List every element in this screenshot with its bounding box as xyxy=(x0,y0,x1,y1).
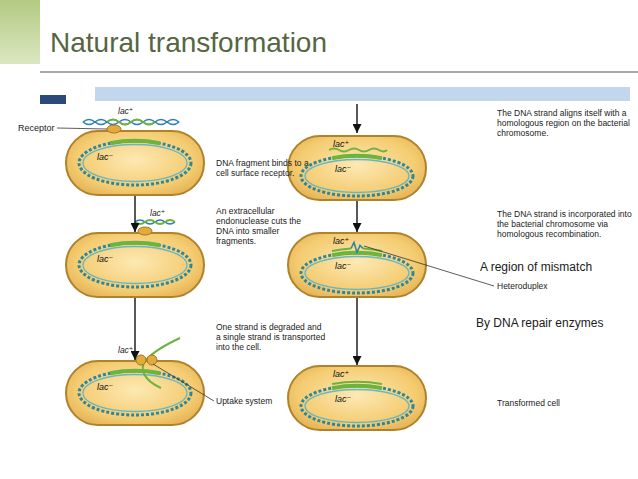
dna-fragment-strand xyxy=(83,120,179,125)
gene-label: lac⁺ xyxy=(333,236,349,246)
annotation-label: DNA fragment binds to a cell surface rec… xyxy=(216,158,321,178)
mismatch-bulge xyxy=(351,243,363,253)
receptor-symbol xyxy=(107,125,121,133)
dna-fragment-strand xyxy=(83,120,179,125)
bacterial-chromosome xyxy=(79,141,191,185)
annotation-label: An extracellular endonuclease cuts the D… xyxy=(216,206,308,246)
slide-title: Natural transformation xyxy=(50,27,327,59)
annotation-label: A region of mismatch xyxy=(480,260,630,274)
annotation-label: The DNA strand is incorporated into the … xyxy=(497,209,633,239)
annotation-label: Receptor xyxy=(18,123,63,133)
single-strand-dna xyxy=(143,338,180,388)
gene-label: lac⁻ xyxy=(335,261,351,271)
cell-five-illustration xyxy=(301,243,413,294)
cell-six-illustration xyxy=(301,382,413,426)
gene-label: lac⁺ xyxy=(333,139,349,149)
annotation-label: Heteroduplex xyxy=(497,281,577,291)
gene-label: lac⁻ xyxy=(335,164,351,174)
bacterial-chromosome xyxy=(301,156,413,196)
annotation-label: Uptake system xyxy=(216,396,296,406)
step-arrow xyxy=(356,201,357,232)
uptake-channel xyxy=(147,355,157,365)
bacterial-cell: lac⁻ xyxy=(65,360,205,426)
heteroduplex-leader xyxy=(364,246,494,286)
receptor-symbol xyxy=(138,227,152,235)
receptor-leader xyxy=(57,128,107,129)
cell-two-illustration xyxy=(79,220,191,287)
cell-one-illustration xyxy=(79,120,191,186)
gene-label: lac⁻ xyxy=(97,382,113,392)
gene-label: lac⁺ xyxy=(118,345,158,355)
bacterial-chromosome xyxy=(79,243,191,287)
gene-label: lac⁻ xyxy=(97,152,113,162)
step-arrow xyxy=(134,196,135,232)
bacterial-chromosome xyxy=(79,371,191,415)
uptake-leader xyxy=(153,364,214,401)
cut-fragment-strand xyxy=(135,220,175,224)
lac-gene-segment xyxy=(107,120,155,125)
uptake-channel xyxy=(136,355,146,365)
bacterial-cell: lac⁻ xyxy=(65,232,205,298)
gene-label: lac⁺ xyxy=(150,208,190,218)
bacterial-chromosome xyxy=(301,253,413,293)
bacterial-cell: lac⁻ xyxy=(65,130,205,196)
gene-label: lac⁻ xyxy=(335,394,351,404)
cut-fragment-strand xyxy=(135,220,175,224)
step-arrow xyxy=(356,298,357,365)
bacterial-chromosome xyxy=(301,386,413,426)
aligned-strand xyxy=(329,149,387,152)
annotation-label: One strand is degraded and a single stra… xyxy=(216,322,328,352)
gene-label: lac⁺ xyxy=(333,369,349,379)
bacterial-cell: lac⁺ lac⁻ xyxy=(287,232,427,298)
annotation-label: The DNA strand aligns itself with a homo… xyxy=(497,108,633,138)
bacterial-cell: lac⁺ lac⁻ xyxy=(287,365,427,431)
cell-four-illustration xyxy=(301,149,413,197)
green-side-bar xyxy=(0,0,40,64)
blue-header-tick xyxy=(40,95,66,104)
blue-header-bar xyxy=(95,87,630,101)
annotation-label: By DNA repair enzymes xyxy=(476,316,626,330)
continuation-arrow xyxy=(356,104,357,133)
gene-label: lac⁻ xyxy=(97,254,113,264)
gene-label: lac⁺ xyxy=(118,106,158,116)
title-rule xyxy=(40,71,638,73)
annotation-label: Transformed cell xyxy=(497,398,597,408)
repaired-strand xyxy=(332,382,382,384)
step-arrow xyxy=(134,298,135,360)
cell-three-illustration xyxy=(79,338,191,415)
incorporated-strand xyxy=(332,249,382,252)
